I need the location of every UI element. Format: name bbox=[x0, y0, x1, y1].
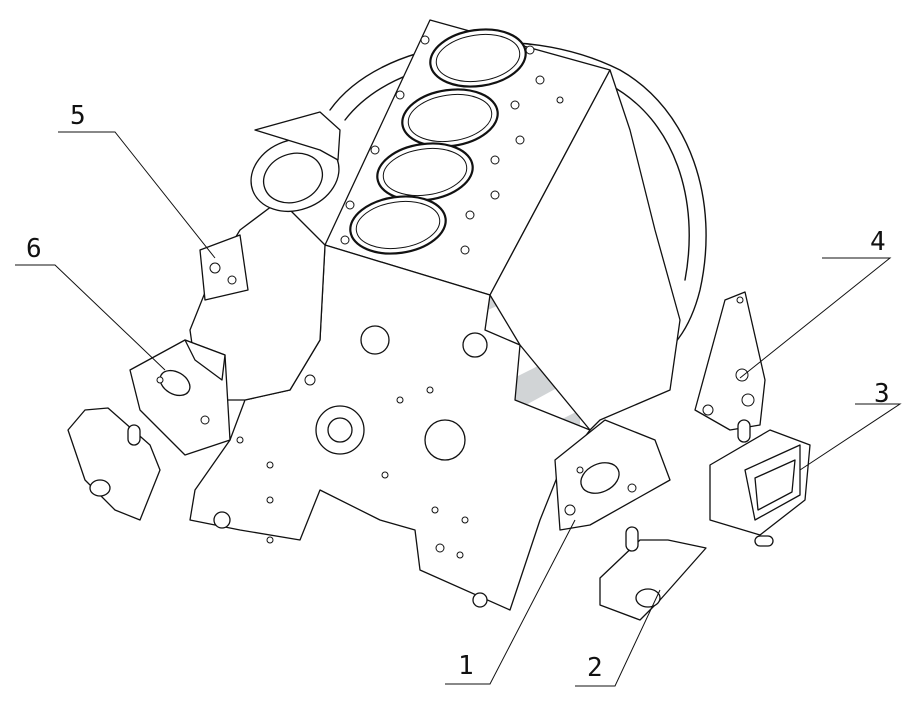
left-rubber-mount bbox=[67, 407, 161, 521]
callout-labels: 1 2 3 4 5 6 bbox=[26, 101, 890, 683]
callout-2: 2 bbox=[587, 653, 603, 683]
leader-lines bbox=[15, 131, 902, 687]
part-6-left-mount-bracket bbox=[129, 339, 231, 456]
callout-4: 4 bbox=[870, 227, 886, 257]
part-4-rear-mount-bracket bbox=[694, 291, 766, 443]
front-face-holes bbox=[236, 374, 469, 559]
part-1-right-mount-bracket bbox=[554, 419, 671, 531]
callout-5: 5 bbox=[70, 101, 86, 131]
deck-holes bbox=[340, 35, 564, 255]
engine-block bbox=[189, 19, 681, 611]
callout-6: 6 bbox=[26, 234, 42, 264]
callout-3: 3 bbox=[874, 379, 890, 409]
part-3-rear-rubber-mount bbox=[709, 429, 811, 547]
callout-1: 1 bbox=[458, 651, 474, 681]
part-5-bracket bbox=[199, 234, 249, 301]
